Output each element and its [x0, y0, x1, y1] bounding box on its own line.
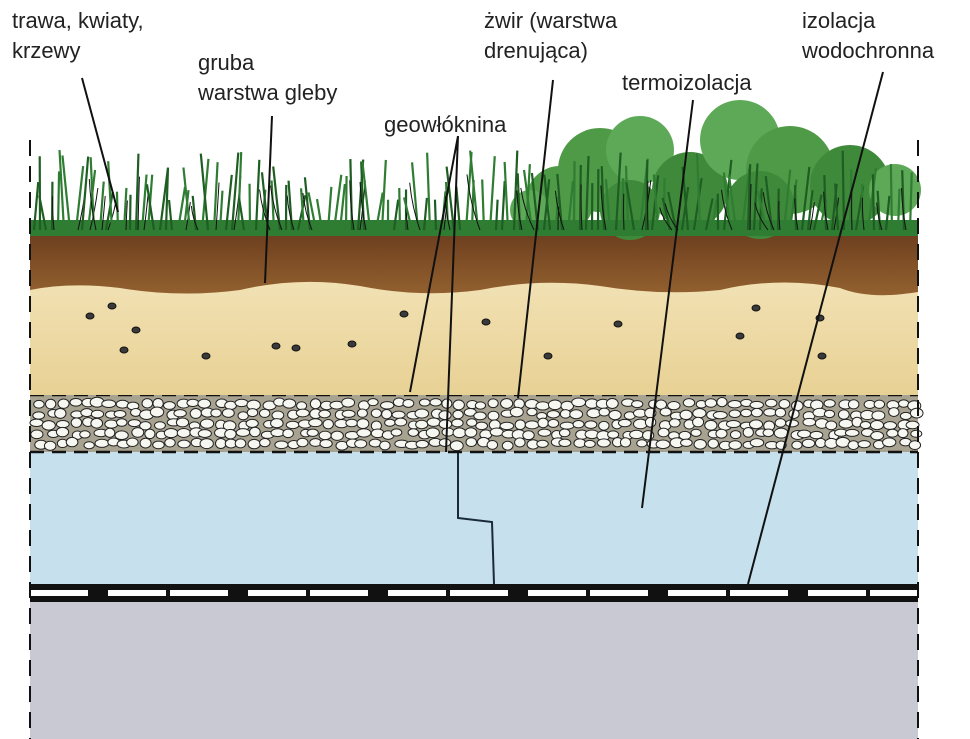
label-thermal: termoizolacja	[622, 70, 752, 95]
leader-soil	[264, 115, 273, 284]
shrubs	[510, 100, 921, 240]
label-waterproofing: izolacja wodochronna	[802, 8, 935, 63]
leader-waterproofing	[747, 71, 884, 585]
label-gravel: żwir (warstwa drenująca)	[484, 8, 618, 63]
concrete-slab	[30, 602, 918, 739]
waterproofing-membrane	[30, 584, 928, 602]
topsoil-layer	[30, 234, 918, 296]
grass-layer	[30, 150, 918, 236]
leader-gravel	[517, 79, 554, 399]
label-geotextile: geowłóknina	[384, 112, 507, 137]
leader-plants	[81, 77, 119, 213]
leader-geotextile	[409, 135, 459, 453]
leader-thermal	[641, 99, 694, 509]
insulation-joint	[457, 452, 495, 585]
thermal-insulation-layer	[30, 452, 918, 584]
label-plants: trawa, kwiaty, krzewy	[12, 8, 144, 63]
gravel-drainage-layer	[29, 393, 924, 454]
label-soil: gruba warstwa gleby	[198, 50, 338, 105]
